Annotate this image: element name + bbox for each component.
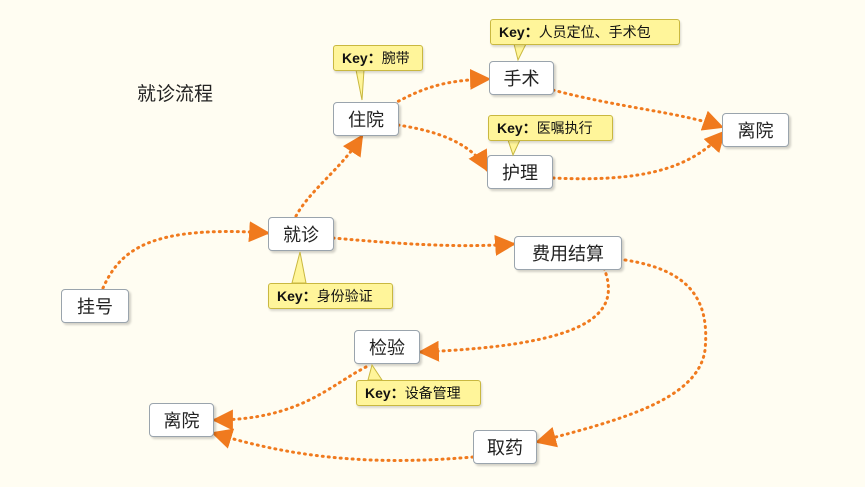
edge-jiuzhen-zhuyuan — [294, 134, 364, 218]
callout-key-label: Key： — [497, 120, 537, 136]
callout-key-label: Key： — [499, 24, 539, 40]
node-shoushu[interactable]: 手术 — [489, 61, 554, 95]
edge-feiyong-quyao — [534, 258, 708, 448]
callout-shoushubao: Key： 人员定位、手术包 — [490, 19, 680, 45]
node-zhuyuan[interactable]: 住院 — [333, 102, 399, 136]
callout-text: 人员定位、手术包 — [538, 25, 651, 41]
edge-jianyan-liyuan — [211, 365, 368, 431]
edge-jiuzhen-feiyong — [331, 234, 517, 256]
callout-shenfen: Key： 身份验证 — [268, 283, 393, 309]
node-jiuzhen[interactable]: 就诊 — [268, 217, 334, 251]
node-quyao[interactable]: 取药 — [473, 430, 537, 464]
diagram-title: 就诊流程 — [136, 82, 213, 105]
tail-shoushubao — [513, 43, 527, 62]
edge-zhuyuan-huli — [396, 123, 489, 172]
callout-yizhu: Key： 医嘱执行 — [488, 115, 613, 141]
callout-text: 身份验证 — [316, 289, 373, 305]
edge-zhuyuan-shoushu — [391, 68, 492, 106]
callout-wandai: Key： 腕带 — [333, 45, 423, 71]
edge-huli-liyuan — [551, 130, 726, 181]
node-liyuan-left[interactable]: 离院 — [149, 403, 214, 437]
callout-key-label: Key： — [277, 288, 317, 304]
tail-wandai — [355, 69, 365, 101]
callout-shebei: Key： 设备管理 — [356, 380, 481, 406]
tail-shenfen — [291, 251, 307, 284]
callout-text: 医嘱执行 — [536, 121, 593, 137]
callout-text: 腕带 — [381, 51, 410, 67]
node-feiyong[interactable]: 费用结算 — [514, 236, 622, 270]
callout-key-label: Key： — [342, 50, 382, 66]
callout-text: 设备管理 — [404, 386, 461, 402]
edge-shoushu-liyuan — [551, 88, 724, 131]
node-liyuan-right[interactable]: 离院 — [722, 113, 789, 147]
node-jianyan[interactable]: 检验 — [354, 330, 420, 364]
tail-yizhu — [507, 139, 521, 157]
edge-feiyong-jianyan — [417, 266, 610, 362]
edge-quyao-liyuan — [210, 428, 475, 462]
node-huli[interactable]: 护理 — [487, 155, 553, 189]
callout-key-label: Key： — [365, 385, 405, 401]
tail-shebei — [367, 363, 383, 381]
edge-guahao-jiuzhen — [101, 221, 271, 290]
node-guahao[interactable]: 挂号 — [61, 289, 129, 323]
